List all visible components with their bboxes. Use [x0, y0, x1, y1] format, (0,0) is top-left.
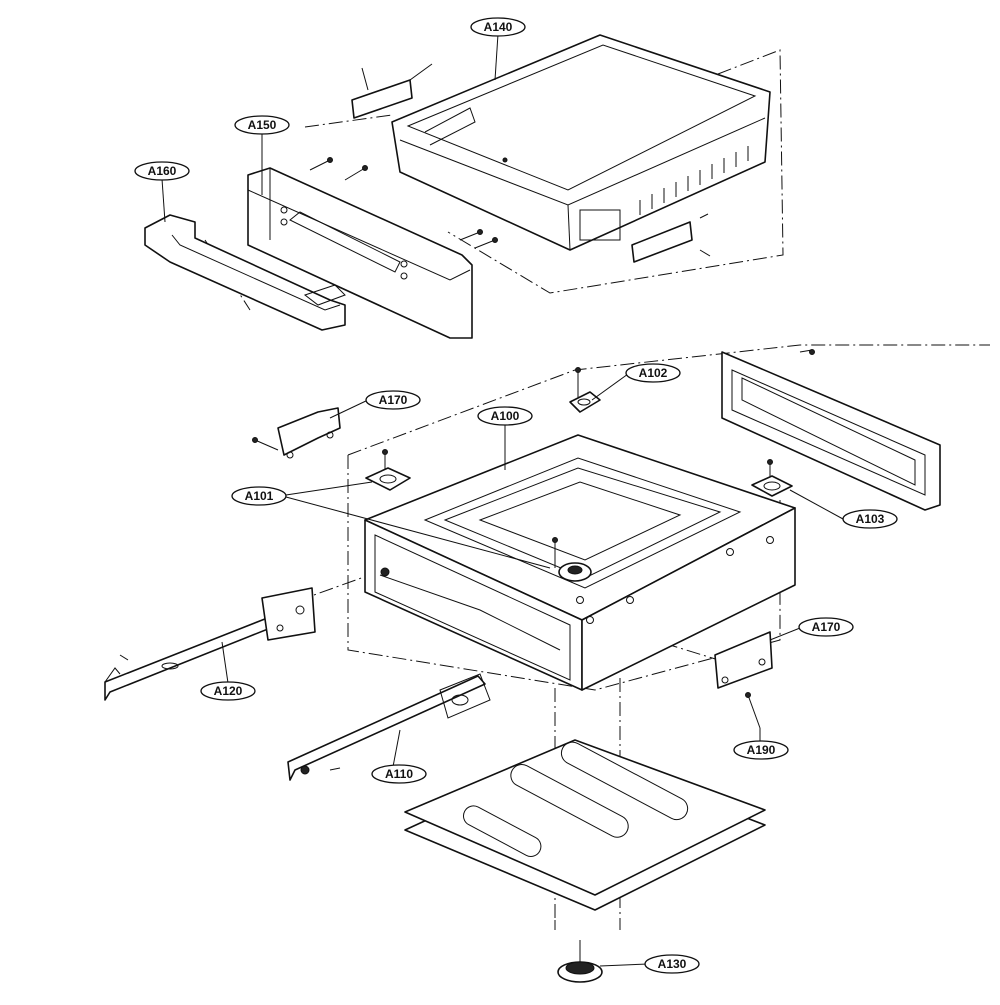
- callout-a101: A101: [231, 486, 287, 506]
- svg-text:A130: A130: [658, 957, 687, 971]
- tray-bracket-left: [351, 63, 433, 119]
- svg-text:A100: A100: [491, 409, 520, 423]
- callout-a140: A140: [470, 17, 526, 37]
- callout-a150: A150: [234, 115, 290, 135]
- svg-text:A140: A140: [484, 20, 513, 34]
- svg-text:A110: A110: [385, 767, 413, 781]
- grommet-a102: [569, 391, 601, 413]
- svg-text:A101: A101: [245, 489, 274, 503]
- callout-a120: A120: [200, 681, 256, 701]
- side-bracket-top: [252, 407, 341, 459]
- drawer-tray: [391, 34, 771, 251]
- svg-text:A103: A103: [856, 512, 885, 526]
- svg-text:A170: A170: [379, 393, 408, 407]
- svg-text:A190: A190: [747, 743, 776, 757]
- slide-rail-left: [104, 587, 316, 701]
- tray-bracket-right: [631, 213, 711, 263]
- front-panel: [247, 167, 473, 339]
- front-handle: [144, 214, 346, 331]
- svg-text:A120: A120: [214, 684, 243, 698]
- svg-text:A102: A102: [639, 366, 668, 380]
- slide-rail-right: [287, 673, 491, 781]
- callout-a110: A110: [371, 764, 427, 784]
- callout-a170-right: A170: [798, 617, 854, 637]
- rear-duct: [721, 349, 941, 511]
- gasket-a103: [751, 475, 793, 497]
- callout-a100: A100: [477, 406, 533, 426]
- callout-a103: A103: [842, 509, 898, 529]
- screw-a190: [745, 692, 761, 729]
- bottom-plate: [404, 739, 766, 911]
- svg-text:A150: A150: [248, 118, 277, 132]
- callout-a190: A190: [733, 740, 789, 760]
- svg-text:A160: A160: [148, 164, 177, 178]
- screws-upper: [309, 157, 498, 249]
- callout-a170-top: A170: [365, 390, 421, 410]
- screws-housing: [552, 367, 773, 568]
- callout-a160: A160: [134, 161, 190, 181]
- gasket-a101: [365, 449, 411, 491]
- housing: [364, 434, 796, 691]
- side-bracket-right: [714, 631, 773, 689]
- leveling-foot: [554, 920, 621, 983]
- callout-a102: A102: [625, 363, 681, 383]
- svg-text:A170: A170: [812, 620, 841, 634]
- callout-a130: A130: [644, 954, 700, 974]
